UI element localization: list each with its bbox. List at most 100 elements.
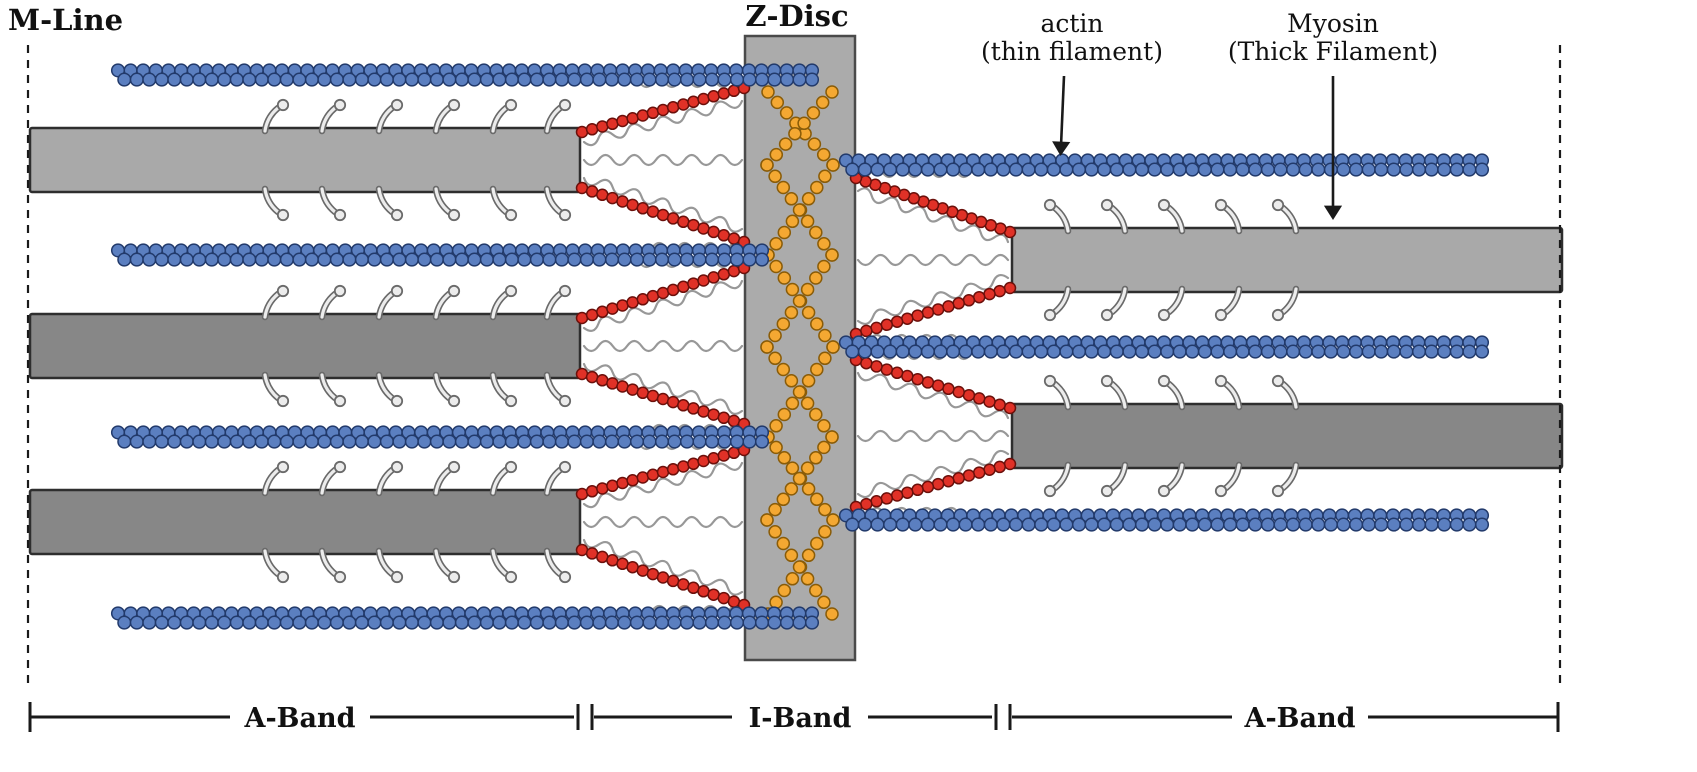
myosin-thick-filaments — [28, 126, 1564, 556]
actin-bead — [1462, 162, 1477, 177]
actin-bead — [504, 615, 519, 630]
z-disc-bead — [800, 282, 815, 297]
actin-bead — [679, 615, 695, 630]
actin-bead — [946, 344, 961, 359]
red-bead — [596, 374, 609, 387]
z-disc-bead — [825, 248, 839, 262]
z-disc-bead — [818, 328, 832, 343]
actin-bead — [329, 615, 344, 630]
z-disc-bead — [784, 305, 799, 320]
actin-bead — [392, 72, 407, 87]
actin-bead — [554, 615, 569, 630]
myosin-head-stem — [545, 292, 562, 319]
red-bead — [890, 315, 904, 328]
myosin-head-tip — [504, 98, 518, 112]
actin-bead — [192, 72, 207, 87]
red-bead — [870, 360, 883, 373]
myosin-head-tip — [333, 98, 347, 112]
actin-bead — [1160, 344, 1175, 359]
actin-bead — [895, 517, 910, 532]
myosin-head-tip — [504, 284, 518, 298]
actin-bead — [742, 252, 757, 267]
red-bead — [646, 106, 660, 120]
actin-bead — [117, 615, 132, 630]
actin-bead — [179, 615, 194, 630]
actin-bead — [1147, 517, 1162, 532]
red-bead — [687, 402, 700, 415]
red-bead — [596, 120, 609, 133]
actin-bead — [996, 162, 1011, 177]
myosin-head-tip — [1214, 198, 1228, 212]
actin-bead — [729, 72, 745, 87]
actin-bead — [742, 615, 757, 630]
myosin-head-tip — [1043, 308, 1057, 322]
myosin-head-tip — [1214, 484, 1228, 498]
actin-bead — [1147, 162, 1162, 177]
red-bead — [575, 181, 589, 195]
z-disc-bead — [809, 225, 823, 240]
actin-bead — [179, 434, 194, 449]
red-bead — [890, 366, 904, 380]
actin-bead — [1059, 344, 1074, 359]
myosin-head-tip — [447, 284, 461, 298]
myosin-head-stem — [1167, 463, 1184, 490]
actin-bead — [192, 252, 207, 267]
red-bead — [697, 405, 710, 418]
actin-bead — [779, 72, 795, 87]
z-disc-alpha-actinin-beads — [760, 85, 840, 621]
red-bead — [666, 212, 680, 225]
titin-coil — [856, 371, 1010, 420]
actin-bead — [604, 252, 620, 267]
myosin-head-stem — [491, 549, 508, 576]
myosin-head-stem — [1224, 287, 1241, 314]
red-bead — [717, 87, 731, 100]
actin-bead — [1273, 517, 1288, 532]
actin-bead — [592, 72, 607, 87]
myosin-head-tip — [390, 208, 404, 222]
actin-bead — [1071, 344, 1087, 359]
annotation-arrows — [1052, 75, 1343, 220]
actin-bead — [267, 252, 282, 267]
actin-bead — [1021, 344, 1036, 359]
red-bead — [636, 471, 650, 484]
titin-coil — [582, 515, 744, 529]
red-bead — [626, 383, 639, 396]
z-disc-bead — [784, 192, 799, 206]
actin-bead — [1034, 162, 1049, 177]
actin-bead — [920, 344, 935, 359]
red-bead — [983, 395, 996, 408]
red-bead — [606, 554, 619, 567]
red-bead — [677, 460, 690, 473]
actin-bead — [1109, 344, 1124, 359]
actin-bead — [1046, 517, 1061, 532]
red-bead — [677, 280, 690, 294]
z-disc-bead — [806, 106, 821, 120]
actin-bead — [1172, 517, 1187, 532]
red-bead — [687, 277, 700, 290]
red-bead — [952, 472, 965, 485]
actin-bead — [971, 344, 986, 359]
red-bead — [666, 574, 680, 588]
myosin-filament — [28, 312, 582, 380]
actin-bead — [1223, 344, 1238, 359]
actin-bead — [1109, 517, 1124, 532]
red-bead — [707, 452, 720, 465]
red-bead — [717, 411, 731, 425]
myosin-head-stem — [1053, 463, 1070, 490]
myosin-head-tip — [1157, 484, 1171, 498]
actin-bead — [1311, 162, 1326, 177]
actin-bead — [933, 344, 948, 359]
red-bead — [646, 205, 660, 218]
red-bead — [626, 296, 639, 309]
actin-bead — [667, 615, 682, 630]
z-disc-bead — [776, 492, 791, 507]
actin-bead — [1260, 162, 1275, 177]
myosin-head-stem — [1053, 206, 1070, 233]
z-disc-bead — [825, 85, 839, 99]
actin-bead — [642, 615, 657, 630]
red-bead — [860, 356, 873, 370]
actin-bead — [517, 72, 532, 87]
actin-bead — [679, 434, 695, 449]
red-bead — [646, 289, 660, 303]
actin-bead — [729, 252, 745, 267]
